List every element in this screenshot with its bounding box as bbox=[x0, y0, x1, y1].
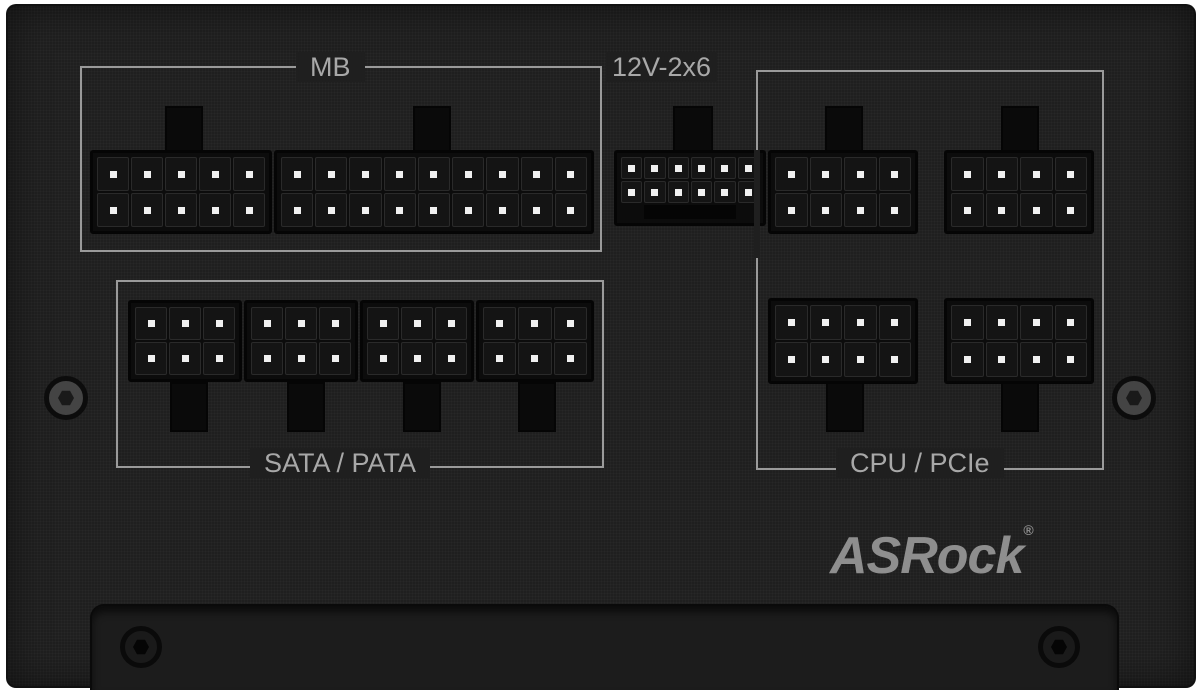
cpu-pcie-frame bbox=[756, 70, 1104, 470]
hpwr-label: 12V-2x6 bbox=[606, 52, 718, 82]
mb-connector-10pin[interactable] bbox=[90, 150, 272, 234]
cpu-latch-3 bbox=[826, 382, 864, 432]
mb-label: MB bbox=[296, 52, 365, 82]
hex-socket-icon bbox=[1126, 390, 1142, 406]
hex-socket-icon bbox=[58, 390, 74, 406]
sata-pata-connector-3[interactable] bbox=[360, 300, 474, 382]
mb-latch-1 bbox=[165, 106, 203, 152]
cpu-pcie-connector-4[interactable] bbox=[944, 298, 1094, 384]
cpu-pcie-connector-3[interactable] bbox=[768, 298, 918, 384]
mb-latch-2 bbox=[413, 106, 451, 152]
asrock-logo: ASRock® bbox=[830, 522, 1034, 586]
sata-latch-2 bbox=[287, 382, 325, 432]
sata-latch-3 bbox=[403, 382, 441, 432]
hpwr-connector[interactable] bbox=[614, 150, 766, 226]
cpu-latch-4 bbox=[1001, 382, 1039, 432]
hex-socket-icon bbox=[133, 639, 149, 655]
hex-socket-icon bbox=[1051, 639, 1067, 655]
bottom-mounting-plate bbox=[90, 604, 1119, 690]
screw-right bbox=[1112, 376, 1156, 420]
cpu-pcie-connector-1[interactable] bbox=[768, 150, 918, 234]
sense-pins bbox=[644, 205, 736, 219]
mb-connector-18pin[interactable] bbox=[274, 150, 594, 234]
hpwr-latch bbox=[673, 106, 713, 156]
brand-text: ASRock bbox=[830, 527, 1024, 585]
sata-pata-label: SATA / PATA bbox=[250, 448, 431, 478]
registered-mark: ® bbox=[1023, 522, 1033, 538]
sata-latch-1 bbox=[170, 382, 208, 432]
sata-pata-connector-1[interactable] bbox=[128, 300, 242, 382]
screw-left bbox=[44, 376, 88, 420]
sata-latch-4 bbox=[518, 382, 556, 432]
screw-bottom-right bbox=[1038, 626, 1080, 668]
cpu-latch-1 bbox=[825, 106, 863, 156]
sata-pata-connector-2[interactable] bbox=[244, 300, 358, 382]
cpu-pcie-label: CPU / PCIe bbox=[836, 448, 1004, 478]
cpu-latch-2 bbox=[1001, 106, 1039, 156]
cpu-pcie-frame-gap bbox=[754, 150, 760, 258]
screw-bottom-left bbox=[120, 626, 162, 668]
sata-pata-connector-4[interactable] bbox=[476, 300, 594, 382]
cpu-pcie-connector-2[interactable] bbox=[944, 150, 1094, 234]
